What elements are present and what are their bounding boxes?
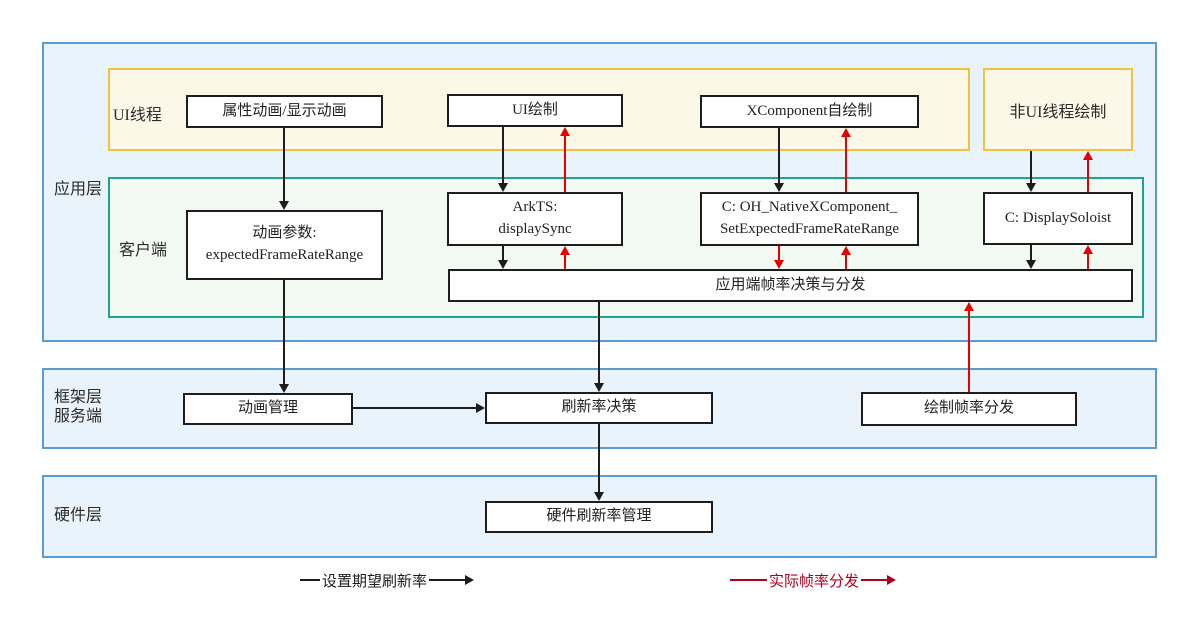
arrowhead-down-icon (594, 383, 604, 392)
node-xcomponent-draw: XComponent自绘制 (700, 95, 919, 128)
arrow-line (968, 310, 970, 392)
node-hw-refresh-mgmt-label: 硬件刷新率管理 (546, 508, 652, 525)
arrow-line (598, 302, 600, 383)
node-property-animation-label: 属性动画/显示动画 (222, 102, 347, 119)
node-native-xcomponent-line1: C: OH_NativeXComponent_ (721, 199, 898, 216)
node-ui-draw: UI绘制 (447, 94, 623, 127)
arrow-line (564, 254, 566, 269)
arrow-line (845, 254, 847, 269)
legend-set-expected-label: 设置期望刷新率 (322, 573, 428, 590)
node-ui-draw-label: UI绘制 (512, 101, 558, 118)
arrowhead-down-icon (279, 201, 289, 210)
framework-layer-label: 框架层 服务端 (54, 388, 102, 426)
arrowhead-down-icon (498, 260, 508, 269)
node-property-animation: 属性动画/显示动画 (186, 95, 383, 128)
client-label: 客户端 (119, 242, 168, 259)
node-hw-refresh-mgmt: 硬件刷新率管理 (485, 501, 713, 533)
legend-actual-dispatch: 实际帧率分发 (730, 571, 897, 590)
arrowhead-up-icon (841, 128, 851, 137)
arrow-line (1030, 245, 1032, 260)
node-draw-frame-dispatch: 绘制帧率分发 (861, 392, 1077, 426)
app-layer-label: 应用层 (54, 181, 103, 198)
node-native-xcomponent: C: OH_NativeXComponent_ SetExpectedFrame… (700, 192, 919, 246)
legend-actual-dispatch-label: 实际帧率分发 (769, 573, 860, 590)
legend-arrowhead-right-icon (465, 575, 475, 585)
non-ui-thread-label: 非UI线程绘制 (1009, 103, 1107, 121)
node-app-frame-decision: 应用端帧率决策与分发 (448, 269, 1133, 302)
arrow-line (1030, 151, 1032, 183)
legend-line (429, 579, 466, 581)
arrowhead-down-icon (498, 183, 508, 192)
arrowhead-down-icon (279, 384, 289, 393)
node-draw-frame-dispatch-label: 绘制帧率分发 (923, 400, 1014, 417)
arrow-line (353, 407, 476, 409)
arrow-line (1087, 253, 1089, 269)
arrow-line (502, 127, 504, 183)
node-native-xcomponent-line2: SetExpectedFrameRateRange (719, 221, 900, 237)
arrowhead-up-icon (841, 246, 851, 255)
legend-line (861, 579, 888, 581)
arrowhead-down-icon (594, 492, 604, 501)
node-arkts-displaysync-line1: ArkTS: (512, 199, 558, 216)
arrow-line (283, 128, 285, 201)
arrowhead-up-icon (560, 246, 570, 255)
node-refresh-rate-decision: 刷新率决策 (485, 392, 713, 424)
arrowhead-down-icon (1026, 260, 1036, 269)
arrow-line (845, 136, 847, 192)
node-arkts-displaysync: ArkTS: displaySync (447, 192, 623, 246)
legend-arrowhead-right-icon (887, 575, 897, 585)
arrow-line (502, 246, 504, 260)
hardware-layer-label: 硬件层 (54, 507, 103, 524)
legend-line (300, 579, 320, 581)
arrowhead-down-icon (774, 260, 784, 269)
node-animation-mgmt: 动画管理 (183, 393, 353, 425)
arrow-line (283, 280, 285, 384)
node-xcomponent-draw-label: XComponent自绘制 (746, 102, 873, 119)
arrowhead-right-icon (476, 403, 485, 413)
node-refresh-rate-decision-label: 刷新率决策 (561, 399, 637, 416)
arrowhead-down-icon (1026, 183, 1036, 192)
arrow-line (1087, 159, 1089, 192)
arrow-line (598, 424, 600, 492)
arrowhead-up-icon (560, 127, 570, 136)
node-animation-params-line2: expectedFrameRateRange (205, 247, 364, 263)
arrowhead-down-icon (774, 183, 784, 192)
node-animation-mgmt-label: 动画管理 (237, 400, 298, 417)
framework-layer-label-line1: 框架层 (54, 389, 103, 406)
node-app-frame-decision-label: 应用端帧率决策与分发 (715, 276, 866, 293)
arrowhead-up-icon (964, 302, 974, 311)
node-animation-params-line1: 动画参数: (252, 225, 317, 242)
non-ui-thread-group-box: 非UI线程绘制 (983, 68, 1133, 151)
framework-layer-label-line2: 服务端 (54, 408, 103, 425)
node-arkts-displaysync-line2: displaySync (498, 221, 572, 237)
legend-set-expected: 设置期望刷新率 (300, 571, 475, 590)
arrowhead-up-icon (1083, 245, 1093, 254)
arrow-line (778, 128, 780, 183)
legend-line (730, 579, 767, 581)
arrow-line (778, 246, 780, 260)
node-animation-params: 动画参数: expectedFrameRateRange (186, 210, 383, 280)
node-display-soloist: C: DisplaySoloist (983, 192, 1133, 245)
ui-thread-label: UI线程 (113, 107, 162, 124)
arrowhead-up-icon (1083, 151, 1093, 160)
arrow-line (564, 135, 566, 192)
node-display-soloist-label: C: DisplaySoloist (1004, 209, 1112, 226)
